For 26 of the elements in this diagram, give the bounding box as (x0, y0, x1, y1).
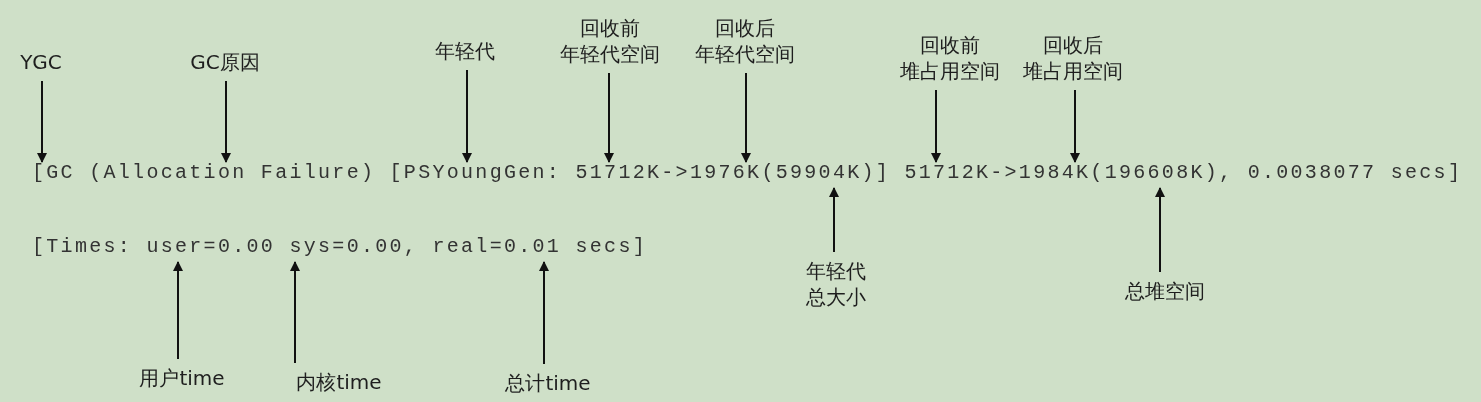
annotation-label: 回收后 堆占用空间 (1023, 32, 1123, 84)
leader-arrow (1155, 187, 1165, 273)
leader-arrow (829, 187, 839, 253)
annotation-label: 用户time (139, 365, 225, 391)
leader-arrow (604, 72, 614, 163)
annotation-label: 内核time (296, 369, 382, 395)
annotation-label: 年轻代 总大小 (806, 258, 866, 310)
leader-arrow (221, 80, 231, 163)
leader-arrow (173, 261, 183, 360)
annotation-label: 总计time (505, 370, 591, 396)
leader-arrow (37, 80, 47, 163)
leader-arrow (931, 89, 941, 163)
leader-arrow (290, 261, 300, 364)
annotation-label: 年轻代 (435, 38, 495, 64)
log-line: [GC (Allocation Failure) [PSYoungGen: 51712K->1976K(59904K)] 51712K->1984K(196608K), 0.0038077 secs] (32, 160, 1463, 186)
leader-arrow (741, 72, 751, 163)
annotation-label: 回收后 年轻代空间 (695, 15, 795, 67)
annotation-label: YGC (20, 49, 62, 75)
annotation-label: GC原因 (190, 49, 260, 75)
leader-arrow (462, 69, 472, 163)
leader-arrow (1070, 89, 1080, 163)
annotation-label: 回收前 年轻代空间 (560, 15, 660, 67)
log-line: [Times: user=0.00 sys=0.00, real=0.01 secs] (32, 234, 647, 260)
annotation-label: 总堆空间 (1125, 278, 1205, 304)
leader-arrow (539, 261, 549, 365)
annotation-label: 回收前 堆占用空间 (900, 32, 1000, 84)
